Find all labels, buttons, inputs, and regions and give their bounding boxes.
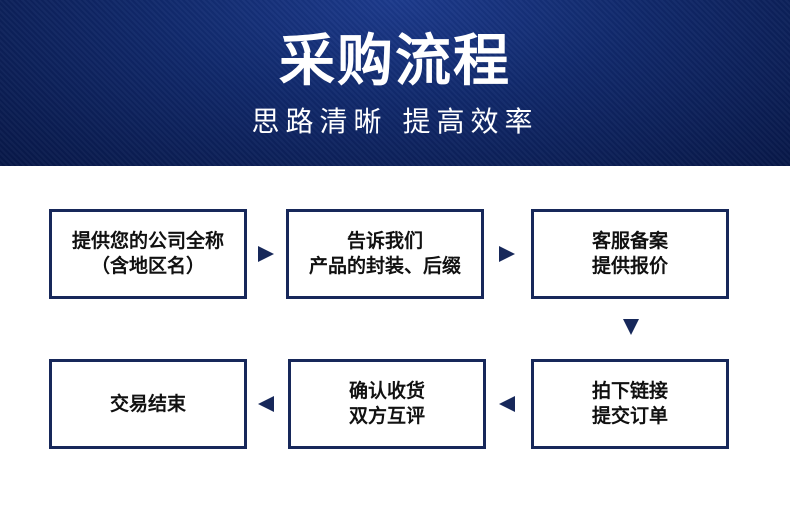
step-box-1: 提供您的公司全称 （含地区名）: [49, 209, 247, 299]
step-2-line1: 告诉我们: [346, 230, 423, 252]
step-5-line1: 确认收货: [348, 380, 425, 402]
step-box-2: 告诉我们 产品的封装、后缀: [286, 209, 484, 299]
arrow-left-icon: [499, 396, 515, 412]
banner-texture: [0, 0, 790, 166]
step-5-line2: 双方互评: [348, 405, 425, 427]
arrow-left-icon: [258, 396, 274, 412]
step-6-line1: 交易结束: [109, 392, 186, 415]
arrow-right-icon: [499, 246, 515, 262]
step-3-line1: 客服备案: [591, 230, 668, 252]
step-4-line1: 拍下链接: [591, 380, 668, 402]
header-banner: 采购流程 思路清晰 提高效率: [0, 0, 790, 166]
arrow-down-icon: [623, 319, 639, 335]
page-title: 采购流程: [279, 29, 511, 94]
step-2-line2: 产品的封装、后缀: [308, 255, 461, 277]
step-3-line2: 提供报价: [591, 255, 668, 277]
step-box-6: 交易结束: [49, 359, 247, 449]
step-box-3: 客服备案 提供报价: [531, 209, 729, 299]
page-subtitle: 思路清晰 提高效率: [251, 105, 539, 138]
step-4-line2: 提交订单: [591, 405, 668, 427]
arrow-right-icon: [258, 246, 274, 262]
step-box-4: 拍下链接 提交订单: [531, 359, 729, 449]
step-1-line1: 提供您的公司全称: [71, 230, 224, 252]
step-box-5: 确认收货 双方互评: [288, 359, 486, 449]
step-1-line2: （含地区名）: [90, 255, 205, 277]
